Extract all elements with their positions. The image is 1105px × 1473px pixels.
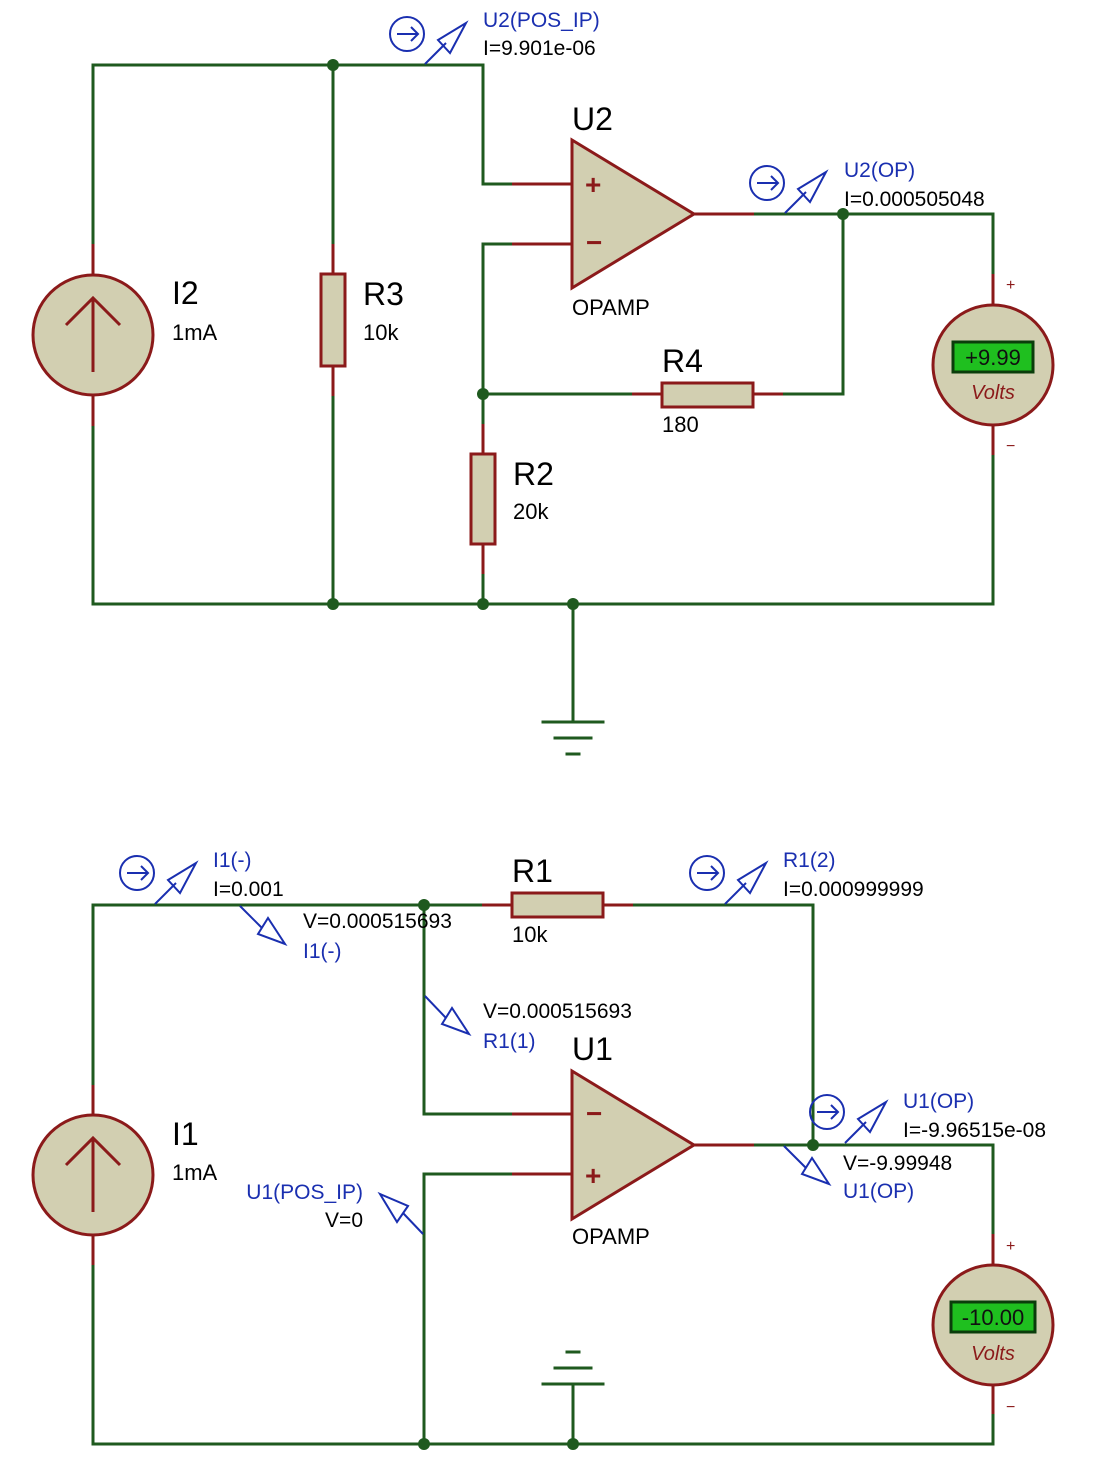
current-probe-icon xyxy=(749,165,785,201)
r1-voltage-probe-name: R1(1) xyxy=(483,1030,536,1053)
i1-current-probe-value: I=0.001 xyxy=(213,878,284,901)
probe-u1-op-current[interactable]: U1(OP) I=-9.96515e-08 xyxy=(809,1090,1046,1144)
r2-label: R2 xyxy=(513,456,554,492)
i1-current-probe-name: I1(-) xyxy=(213,849,252,872)
r1-voltage-probe-value: V=0.000515693 xyxy=(483,1000,632,1023)
top-meter-unit: Volts xyxy=(971,382,1015,404)
resistor-r2[interactable]: R2 20k xyxy=(469,424,554,574)
probe-u1-pos-ip[interactable]: U1(POS_IP) V=0 xyxy=(246,1181,424,1235)
i1-voltage-probe-value: V=0.000515693 xyxy=(303,910,452,933)
probe-i1-voltage[interactable]: V=0.000515693 I1(-) xyxy=(239,905,452,963)
u1-op-voltage-probe-value: V=-9.99948 xyxy=(843,1152,952,1175)
u1-label: U1 xyxy=(572,1031,613,1067)
bottom-ground-symbol xyxy=(541,1350,605,1386)
i1-label: I1 xyxy=(172,1116,199,1152)
r1-current-probe-value: I=0.000999999 xyxy=(783,878,924,901)
r1-value: 10k xyxy=(512,922,548,947)
u2-op-probe-name: U2(OP) xyxy=(844,159,915,182)
probe-u2-op[interactable]: U2(OP) I=0.000505048 xyxy=(749,159,985,214)
bottom-meter-minus: − xyxy=(1006,1399,1015,1416)
top-junctions xyxy=(327,59,849,610)
u2-op-probe-value: I=0.000505048 xyxy=(844,188,985,211)
top-meter-minus: − xyxy=(1006,438,1015,455)
i1-value: 1mA xyxy=(172,1160,218,1185)
voltage-probe-icon xyxy=(402,1212,424,1235)
resistor-r3[interactable]: R3 10k xyxy=(319,244,404,396)
opamp-u2[interactable]: + − U2 OPAMP xyxy=(512,101,754,320)
u1-op-current-probe-name: U1(OP) xyxy=(903,1090,974,1113)
opamp-u1[interactable]: − + U1 OPAMP xyxy=(512,1031,754,1249)
voltage-probe-icon xyxy=(239,905,263,929)
u1-op-current-probe-value: I=-9.96515e-08 xyxy=(903,1119,1046,1142)
r4-value: 180 xyxy=(662,412,699,437)
top-meter-plus: + xyxy=(1006,277,1015,294)
current-probe-icon xyxy=(119,855,155,891)
r4-label: R4 xyxy=(662,343,703,379)
r1-current-probe-name: R1(2) xyxy=(783,849,836,872)
bottom-meter-display xyxy=(949,1300,1037,1334)
bottom-meter-unit: Volts xyxy=(971,1343,1015,1365)
voltage-probe-icon xyxy=(424,995,447,1019)
resistor-r4[interactable]: R4 180 xyxy=(632,343,783,437)
current-probe-icon xyxy=(809,1094,845,1130)
probe-r1-voltage[interactable]: V=0.000515693 R1(1) xyxy=(424,995,632,1053)
u2-type: OPAMP xyxy=(572,295,650,320)
bottom-meter-plus: + xyxy=(1006,1238,1015,1255)
u2-minus-sign: − xyxy=(586,227,602,258)
bottom-circuit: I1 1mA R1 10k − + U1 OPAMP xyxy=(31,849,1055,1450)
resistor-r1[interactable]: R1 10k xyxy=(482,853,633,947)
current-source-i2[interactable]: I2 1mA xyxy=(31,244,218,426)
u1-pos-ip-probe-name: U1(POS_IP) xyxy=(246,1181,363,1204)
voltmeter-bottom[interactable]: -10.00 Volts + − xyxy=(931,1234,1055,1416)
top-wires xyxy=(91,63,995,724)
probe-u1-op-voltage[interactable]: V=-9.99948 U1(OP) xyxy=(783,1145,952,1203)
u2-pos-ip-probe-name: U2(POS_IP) xyxy=(483,9,600,32)
bottom-meter-reading: -10.00 xyxy=(962,1305,1024,1330)
r3-value: 10k xyxy=(363,320,399,345)
current-source-i1[interactable]: I1 1mA xyxy=(31,1085,218,1265)
bottom-wires xyxy=(91,903,995,1446)
u1-op-voltage-probe-name: U1(OP) xyxy=(843,1180,914,1203)
probe-i1-current[interactable]: I1(-) I=0.001 xyxy=(119,849,284,905)
top-circuit: I2 1mA R3 10k R2 20k R4 180 xyxy=(31,9,1055,756)
u2-pos-ip-probe-value: I=9.901e-06 xyxy=(483,37,596,60)
u2-plus-sign: + xyxy=(585,169,601,200)
u1-type: OPAMP xyxy=(572,1224,650,1249)
probe-r1-current[interactable]: R1(2) I=0.000999999 xyxy=(689,849,924,905)
top-meter-reading: +9.99 xyxy=(965,345,1021,370)
u2-label: U2 xyxy=(572,101,613,137)
voltmeter-top[interactable]: +9.99 Volts + − xyxy=(931,274,1055,455)
probe-u2-pos-ip[interactable]: U2(POS_IP) I=9.901e-06 xyxy=(389,9,600,65)
top-ground-symbol xyxy=(541,720,605,756)
i2-value: 1mA xyxy=(172,320,218,345)
u1-pos-ip-probe-value: V=0 xyxy=(325,1209,363,1232)
current-probe-icon xyxy=(689,855,725,891)
current-probe-icon xyxy=(389,16,425,52)
u1-minus-sign: − xyxy=(586,1098,602,1129)
r1-label: R1 xyxy=(512,853,553,889)
voltage-probe-icon xyxy=(783,1145,807,1169)
bottom-junctions xyxy=(418,899,819,1450)
i1-voltage-probe-name: I1(-) xyxy=(303,940,342,963)
r3-label: R3 xyxy=(363,276,404,312)
r2-value: 20k xyxy=(513,499,549,524)
i2-label: I2 xyxy=(172,275,199,311)
u1-plus-sign: + xyxy=(585,1160,601,1191)
top-meter-display xyxy=(951,340,1035,374)
